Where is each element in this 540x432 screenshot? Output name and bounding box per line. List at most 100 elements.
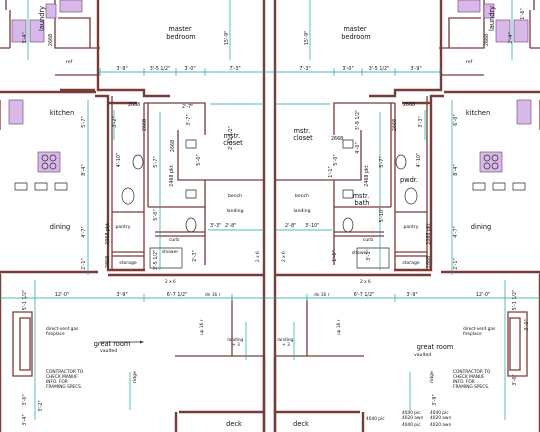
pantry-label-right: pantry xyxy=(403,224,418,230)
ridge-label-left: ridge xyxy=(132,371,138,383)
master-bedroom-label-left: master bedroom xyxy=(166,25,196,41)
kitchen-label-right: kitchen xyxy=(466,109,490,117)
shower-label-left: shower xyxy=(162,249,179,255)
dimension-lines xyxy=(0,0,540,420)
landing-3r-left: landing + 3 xyxy=(227,337,244,348)
dim-5-10-right: 5'-10" xyxy=(379,208,385,222)
dim-3-4-left-lower: 3'-4" xyxy=(22,414,28,425)
dim-3-9-bottom-left: 3'-9" xyxy=(116,292,127,298)
window-4020-right-c: 4020 awn xyxy=(430,422,451,428)
dim-3-9-fp-right: 3'-9" xyxy=(432,394,438,405)
dim-5-0-closet-left: 5'-0" xyxy=(196,154,202,165)
dim-8-4-left: 8'-4" xyxy=(81,164,87,175)
contractor-note-left-l4: FRAMING SPECS. xyxy=(46,384,82,390)
window-4040-right-b: 4040 pic xyxy=(430,410,449,416)
door-2068-pkt-left: 2068 pkt xyxy=(105,223,111,245)
dim-2-3-left: 2'-3" xyxy=(192,250,198,261)
ridge-label-right: ridge xyxy=(429,371,435,383)
dim-3-3-landing-left: 3'-3" xyxy=(210,223,221,229)
dim-3-7-left: 3'-7" xyxy=(186,114,192,125)
dim-2-1-right: 2'-1" xyxy=(453,258,459,269)
ref-label-left: ref xyxy=(66,59,73,65)
mstr-closet-label-right: mstr. closet xyxy=(293,127,313,142)
pwdr-label: pwdr. xyxy=(400,176,418,184)
dim-6-0-right: 6'-0" xyxy=(453,114,459,125)
dim-4-7-left: 4'-7" xyxy=(81,226,87,237)
dining-label-right: dining xyxy=(471,223,491,231)
landing-3r-right-l2: + 3 xyxy=(282,342,290,348)
dining-label-left: dining xyxy=(50,223,70,231)
dim-3-0-left-lower: 3'-0" xyxy=(22,394,28,405)
dim-1-1-right: 1'-1" xyxy=(328,166,334,177)
landing-label-left: landing xyxy=(226,208,243,214)
dim-4-7-right: 4'-7" xyxy=(453,226,459,237)
ref-label-right: ref xyxy=(466,59,473,65)
dim-4-10-right: 4'-10" xyxy=(416,153,422,167)
fireplace-note-right: direct-vent gas fireplace xyxy=(463,326,497,337)
dim-5-7-bath-right: 5'-7" xyxy=(379,156,385,167)
dim-3-4-laundry-left: 3'-4" xyxy=(22,32,28,43)
up-16r-right: up 16 r xyxy=(336,319,342,335)
dim-1-0-right: 1'-0" xyxy=(332,250,338,261)
dim-3-0-top-right: 3'-0" xyxy=(342,66,353,72)
door-2668-laundry-right: 2668 xyxy=(484,34,490,46)
window-4020-right-b: 4020 awn xyxy=(430,415,451,421)
door-2668-right-a: 2668 xyxy=(403,102,415,108)
shower-label-right: shower xyxy=(352,250,369,256)
dim-3-5h-bath-left: 3'-5 1/2" xyxy=(153,250,159,271)
dim-8-4-right: 8'-4" xyxy=(453,164,459,175)
laundry-label-left: laundry xyxy=(38,6,46,31)
dim-7-3-top-left: 7'-3" xyxy=(229,66,240,72)
landing-3r-left-l2: + 3 xyxy=(232,342,240,348)
stair-note-right: 2 x 6 xyxy=(281,251,287,262)
up-16r-left: up 16 r xyxy=(199,319,205,335)
landing-label-right: landing xyxy=(293,208,310,214)
mstr-bath-label: mstr. bath xyxy=(353,192,372,207)
dim-4-10-left: 4'-10" xyxy=(116,153,122,167)
dim-3-9h-right: 3'-9 1/2" xyxy=(355,110,361,131)
dim-5-0-closet-right: 5'-0" xyxy=(333,154,339,165)
dim-4-0-right: 4'-0" xyxy=(355,142,361,153)
door-2868-left: 2868 xyxy=(105,256,111,268)
contractor-note-left: CONTRACTOR TO CHECK MANUF. INFO. FOR FRA… xyxy=(46,369,85,390)
stair-2x6-left: 2 x 6 xyxy=(165,279,176,285)
contractor-note-right-l4: FRAMING SPECS. xyxy=(453,384,489,390)
dn-16r-right: dn 16 r xyxy=(314,292,330,298)
dn-16r-left: dn 16 r xyxy=(205,292,221,298)
dim-5-1h-right: 5'-1 1/2" xyxy=(512,290,518,311)
door-2668-left-a: 2668 xyxy=(128,102,140,108)
dim-5-7-left: 5'-7" xyxy=(81,116,87,127)
master-bedroom-label-right: master bedroom xyxy=(341,25,371,41)
dim-3-0-right-lower: 3'-0" xyxy=(512,374,518,385)
dim-6-7h-right: 6'-7 1/2" xyxy=(354,292,375,298)
door-2668-left-b: 2668 xyxy=(142,119,148,131)
dim-3-5h-top-right: 3'-5 1/2" xyxy=(369,66,390,72)
pantry-label-left: pantry xyxy=(115,224,130,230)
fireplace-note-left-l2: fireplace xyxy=(46,331,65,337)
dim-7-3-top-right: 7'-3" xyxy=(299,66,310,72)
dim-3-9-top-left: 3'-9" xyxy=(116,66,127,72)
vaulted-label-left: vaulted xyxy=(100,348,117,354)
door-2068-pkt-right: 2068 pkt xyxy=(426,223,432,245)
dim-2-11h-left: 2'-11 1/2" xyxy=(228,126,234,150)
kitchen-label-left: kitchen xyxy=(50,109,74,117)
door-2668-laundry-left: 2668 xyxy=(48,34,54,46)
dim-3-5h-top-left: 3'-5 1/2" xyxy=(150,66,171,72)
window-4040-left: 4040 pic xyxy=(366,416,385,422)
mstr-bath-label-l1: mstr. xyxy=(353,192,370,200)
deck-label-left: deck xyxy=(226,420,242,428)
mstr-bath-label-l2: bath xyxy=(355,199,370,207)
door-2668-left-c: 2668 xyxy=(170,140,176,152)
contractor-note-right-l1: CONTRACTOR TO xyxy=(453,369,491,375)
dim-15-9-left: 15'-9" xyxy=(224,31,230,45)
curb-label-right: curb xyxy=(363,237,373,243)
contractor-note-left-l3: INFO. FOR xyxy=(46,379,68,385)
master-bedroom-label-left-l2: bedroom xyxy=(166,33,196,41)
dim-3-2-fp-left: 3'-2" xyxy=(38,400,44,411)
stair-note-left: 2 x 6 xyxy=(255,251,261,262)
contractor-note-right-l3: INFO. FOR xyxy=(453,379,475,385)
door-2468-pkt-right: 2468 pkt xyxy=(364,165,370,187)
